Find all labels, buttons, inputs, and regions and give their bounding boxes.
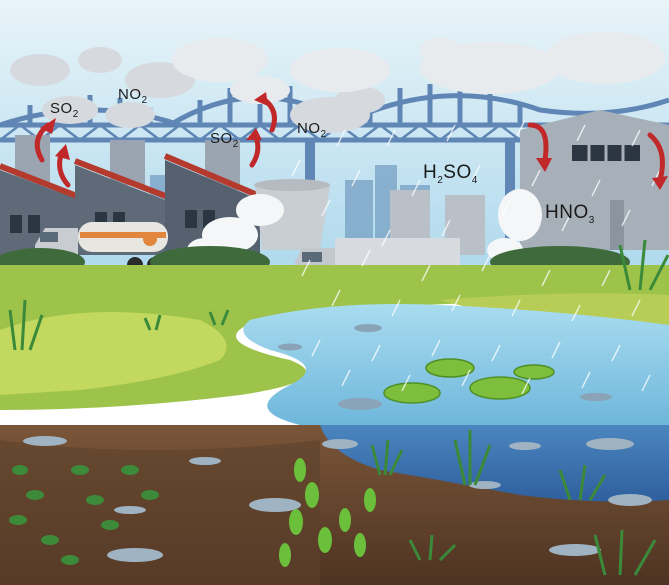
grass-tuft-icon <box>8 239 669 576</box>
lily-pad-icon <box>383 358 555 404</box>
no2-label-mid: NO2 <box>297 120 327 140</box>
h2so4-label: H2SO4 <box>423 162 478 186</box>
h2so4-label-4: 4 <box>471 174 478 186</box>
no2-label-mid-sub: 2 <box>320 129 327 140</box>
h2so4-label-2: 2 <box>437 174 444 186</box>
arrow-head-icon <box>40 92 668 190</box>
cloud-icon <box>10 47 385 133</box>
h2so4-label-h: H <box>423 162 438 183</box>
cloud-icon <box>172 32 665 104</box>
hno3-label-sub: 3 <box>588 214 595 226</box>
hno3-label-text: HNO <box>545 202 589 223</box>
so2-label-mid-text: SO <box>210 130 233 147</box>
no2-label-left-sub: 2 <box>141 95 148 106</box>
so2-label-left-sub: 2 <box>72 109 79 120</box>
plant-icon <box>9 465 159 565</box>
soil-layer <box>0 440 320 585</box>
so2-label-left-text: SO <box>50 100 73 117</box>
no2-label-left-text: NO <box>118 86 142 103</box>
fish-icon <box>23 436 652 562</box>
fish-icon <box>278 324 612 410</box>
no2-label-left: NO2 <box>118 86 148 106</box>
h2so4-label-so: SO <box>443 162 472 183</box>
hno3-label: HNO3 <box>545 202 595 226</box>
seaweed-icon <box>279 458 376 567</box>
so2-label-left: SO2 <box>50 100 79 120</box>
rain <box>291 119 661 395</box>
so2-label-mid-sub: 2 <box>232 139 239 150</box>
so2-label-mid: SO2 <box>210 130 239 150</box>
no2-label-mid-text: NO <box>297 120 321 137</box>
grass-bank-light <box>0 312 227 395</box>
